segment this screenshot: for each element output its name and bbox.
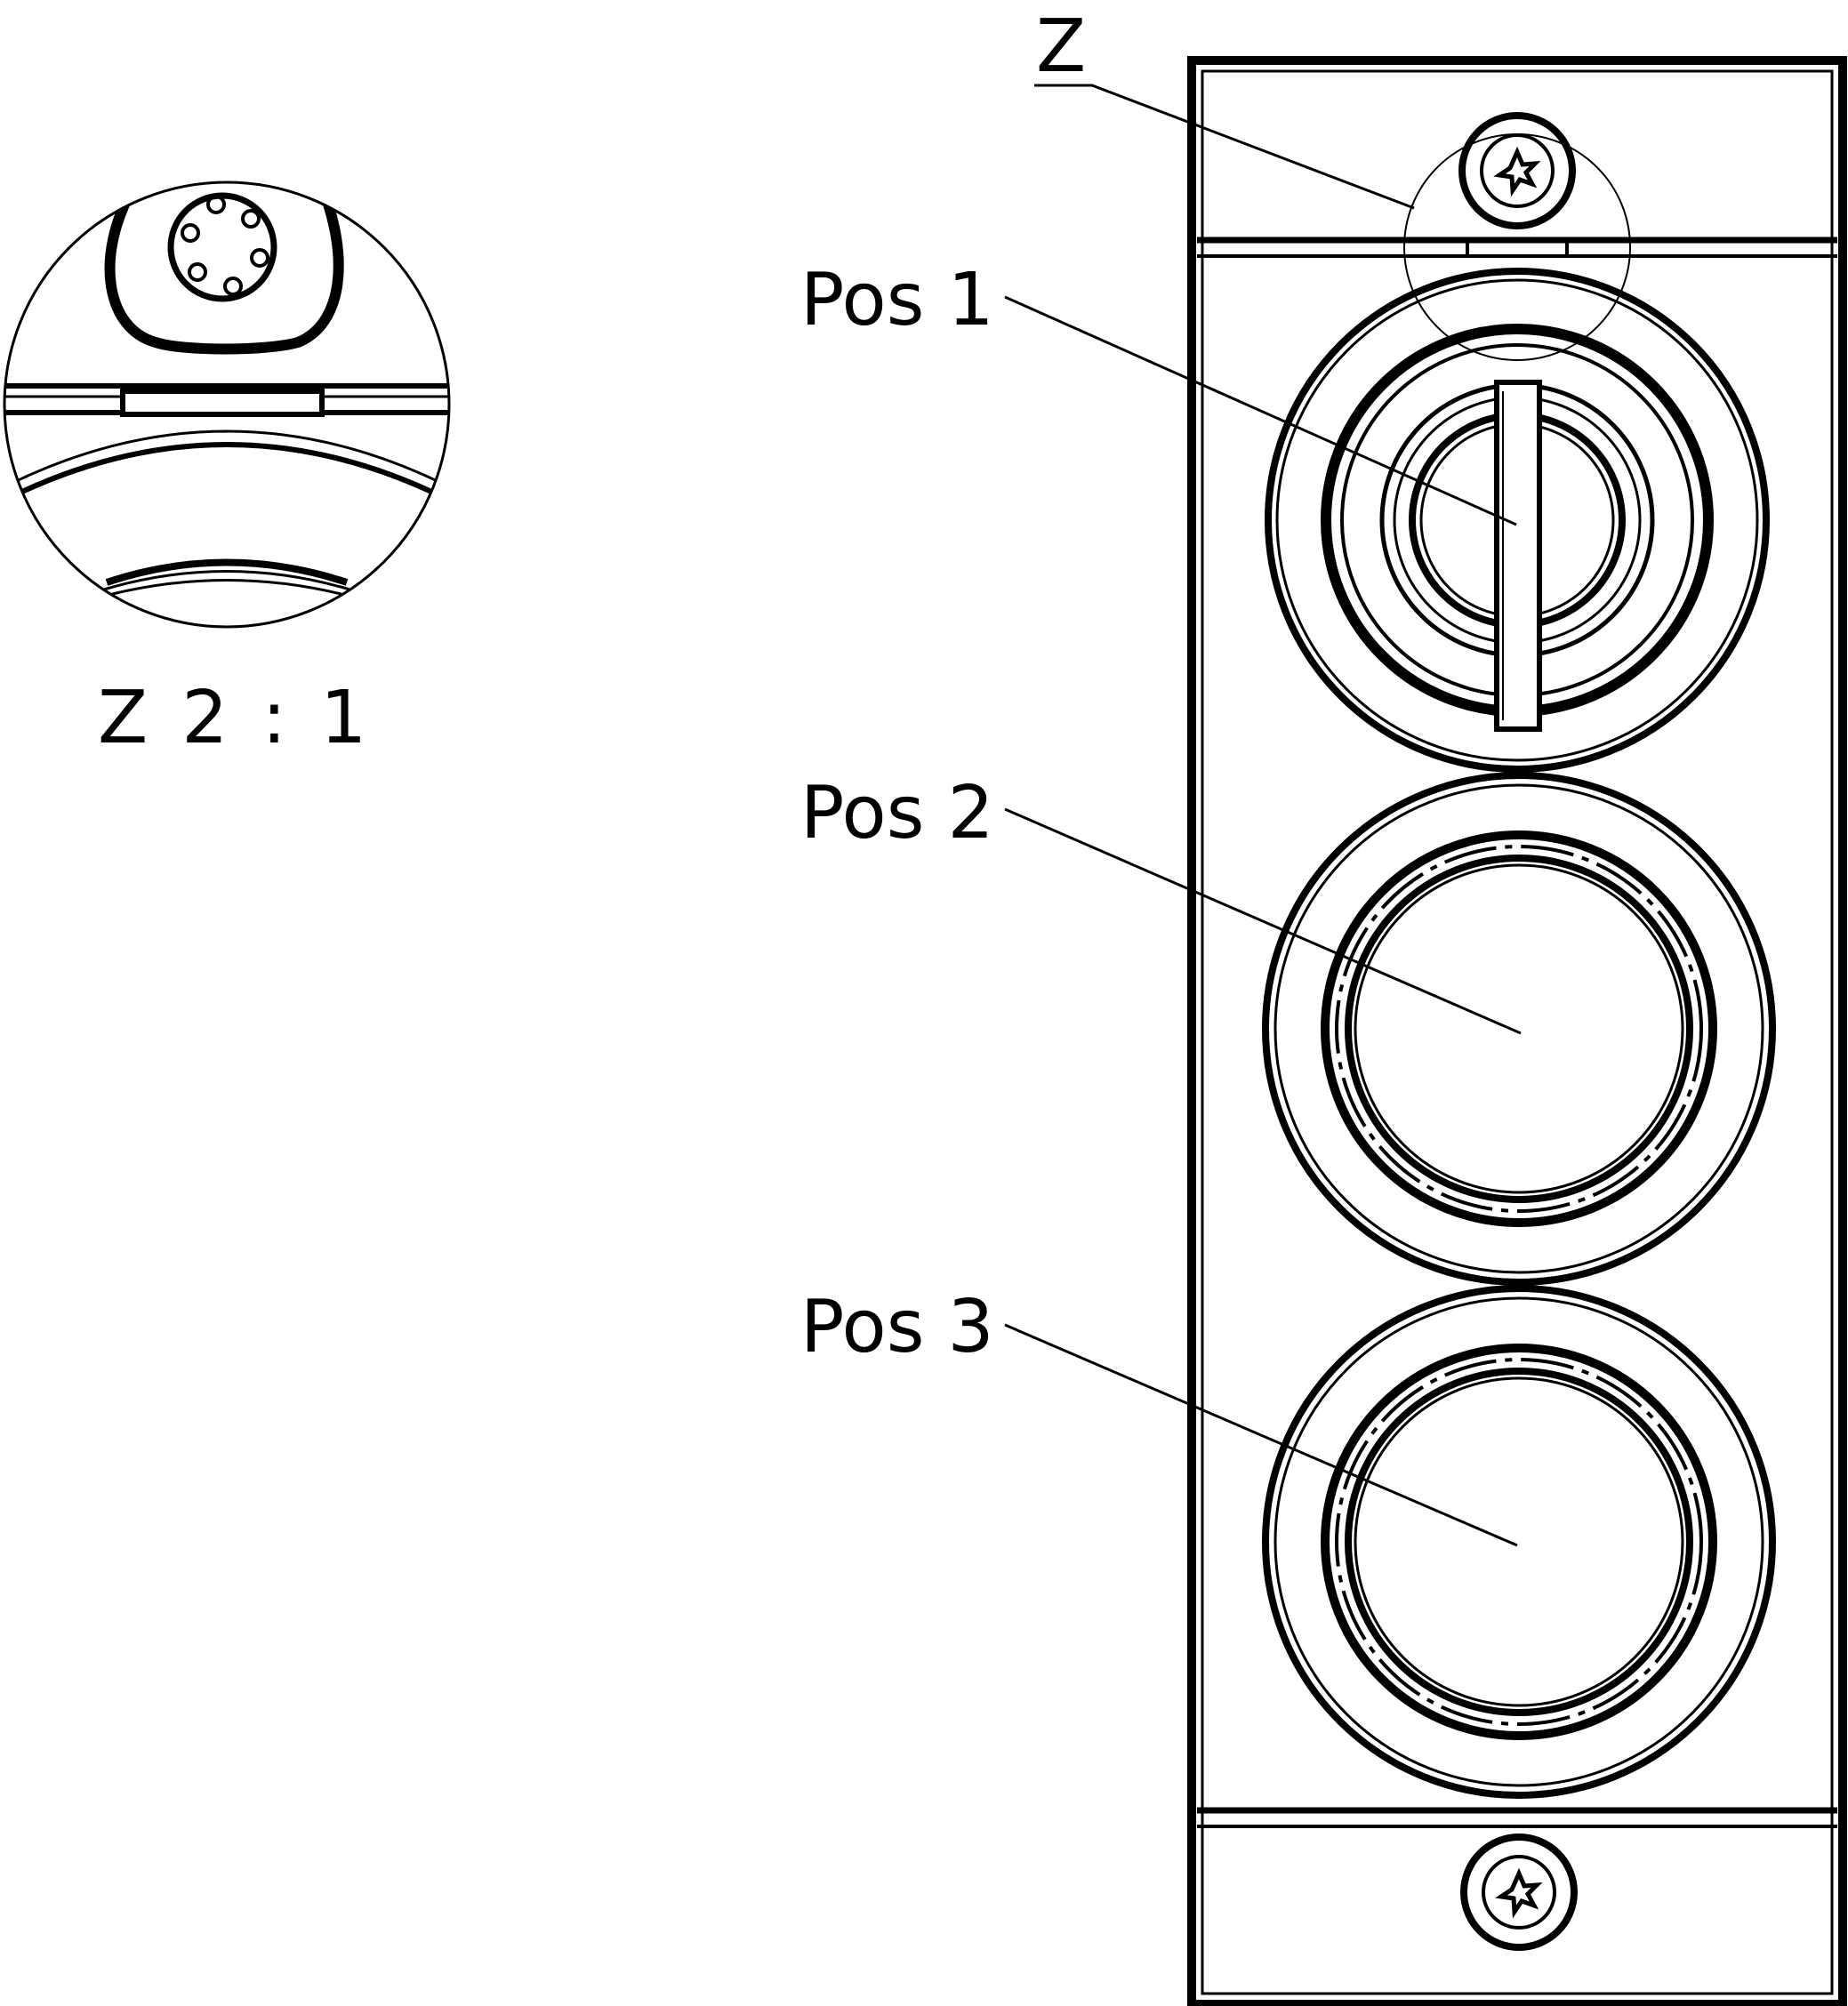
enclosure [1187,56,1847,2006]
screw-head-icon [167,192,277,302]
selector-switch-pos1 [1265,268,1770,773]
leader-lines [1004,84,1522,1547]
pos3-label: Pos 3 [800,1285,994,1369]
detail-callout-label: Z [1036,4,1086,89]
torx-screw-icon [1460,1833,1578,1951]
pos1-label: Pos 1 [800,258,994,342]
detail-scale-label: Z 2 : 1 [98,676,372,760]
torx-screw-icon [1458,112,1576,229]
detail-z-marker [1403,133,1631,361]
detail-view-z [3,181,451,629]
pos2-label: Pos 2 [800,771,994,855]
push-button-pos3 [1262,1285,1776,1799]
push-button-pos2 [1262,772,1776,1286]
